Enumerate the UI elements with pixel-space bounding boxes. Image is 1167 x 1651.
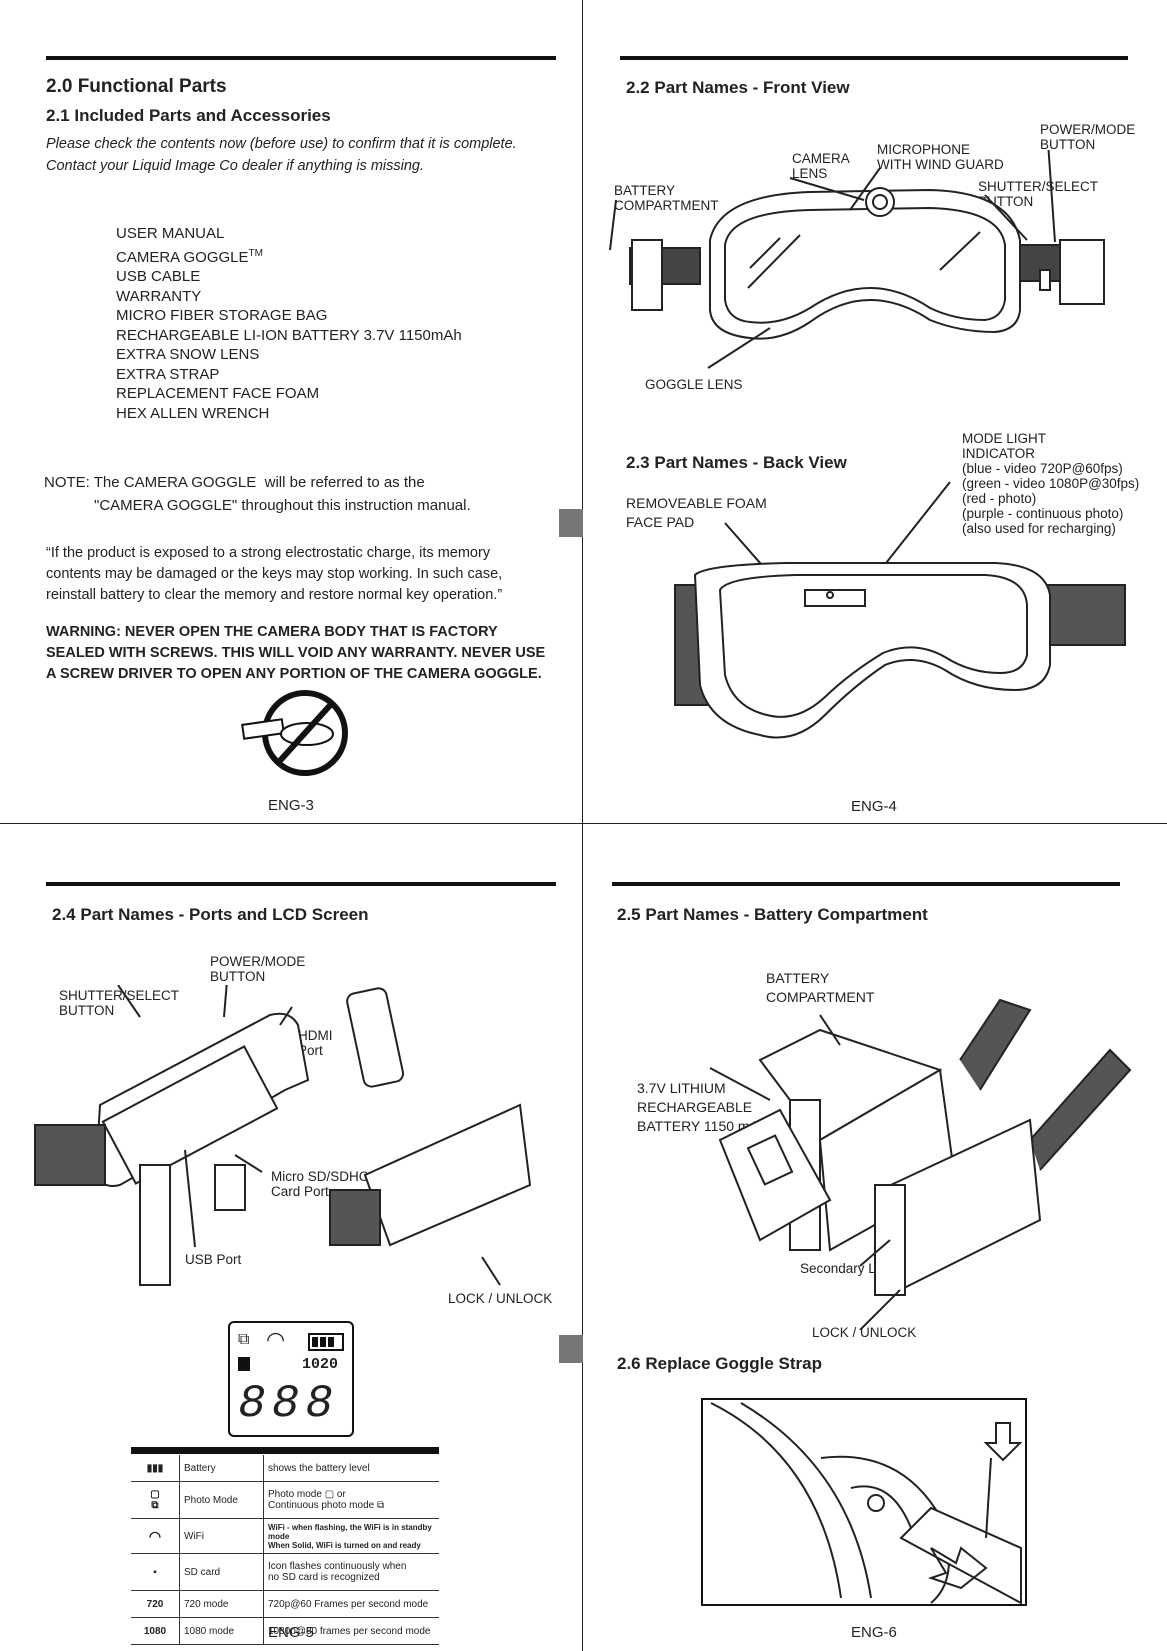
label-usb-port: USB Port bbox=[185, 1252, 242, 1267]
list-item: REPLACEMENT FACE FOAM bbox=[116, 385, 320, 402]
label-goggle-lens: GOGGLE LENS bbox=[645, 377, 743, 392]
list-item: EXTRA SNOW LENS bbox=[116, 346, 260, 363]
table-cell: WiFi bbox=[179, 1518, 264, 1554]
table-row: ▮▮▮ Battery shows the battery level bbox=[131, 1455, 439, 1482]
table-row: ◠ WiFi WiFi - when flashing, the WiFi is… bbox=[131, 1518, 439, 1554]
lcd-resolution: 1020 bbox=[302, 1356, 339, 1373]
page-tab-marker bbox=[559, 1335, 583, 1363]
back-view-heading: 2.3 Part Names - Back View bbox=[626, 453, 847, 472]
table-cell: Icon flashes continuously when no SD car… bbox=[263, 1553, 439, 1591]
static-warning-3: reinstall battery to clear the memory an… bbox=[46, 587, 503, 603]
top-rule bbox=[612, 882, 1120, 886]
battery-compartment-illustration bbox=[709, 998, 1132, 1330]
no-screwdriver-icon bbox=[241, 690, 348, 776]
list-item: USER MANUAL bbox=[116, 225, 225, 242]
subsection-heading: 2.1 Included Parts and Accessories bbox=[46, 106, 331, 125]
list-item: WARRANTY bbox=[116, 287, 202, 305]
page-number: ENG-3 bbox=[268, 797, 314, 814]
goggle-back-illustration bbox=[674, 481, 1126, 739]
battery-heading: 2.5 Part Names - Battery Compartment bbox=[617, 905, 928, 924]
table-row: 1080 1080 mode 1080p@30 frames per secon… bbox=[131, 1617, 439, 1645]
top-rule bbox=[46, 882, 556, 886]
label-lock-unlock: LOCK / UNLOCK bbox=[812, 1325, 917, 1340]
lcd-counter: 888 bbox=[238, 1378, 339, 1430]
table-row: ▪ SD card Icon flashes continuously when… bbox=[131, 1553, 439, 1591]
table-cell: Battery bbox=[179, 1455, 264, 1482]
photo-mode-icon: ▢⧉ bbox=[131, 1481, 180, 1519]
section-heading: 2.0 Functional Parts bbox=[46, 76, 227, 97]
list-item: RECHARGEABLE LI-ION BATTERY 3.7V 1150mAh bbox=[116, 326, 462, 344]
wifi-icon: ◠ bbox=[131, 1518, 180, 1554]
warning-line-1: WARNING: NEVER OPEN THE CAMERA BODY THAT… bbox=[46, 624, 498, 640]
label-lock-unlock: LOCK / UNLOCK bbox=[448, 1291, 553, 1306]
label-mode-light: MODE LIGHT INDICATOR (blue - video 720P@… bbox=[962, 431, 1140, 536]
table-cell: Photo Mode bbox=[179, 1481, 264, 1519]
label-battery-compartment: BATTERY COMPARTMENT bbox=[766, 970, 875, 1005]
label-shutter-select: SHUTTER/SELECT BUTTON bbox=[59, 988, 180, 1018]
strap-heading: 2.6 Replace Goggle Strap bbox=[617, 1354, 823, 1373]
intro-line-2: Contact your Liquid Image Co dealer if a… bbox=[46, 158, 424, 174]
page-number: ENG-4 bbox=[851, 798, 897, 815]
page-tab-marker bbox=[559, 509, 583, 537]
battery-icon: ▮▮▮ bbox=[131, 1455, 180, 1482]
label-foam-pad: REMOVEABLE FOAM FACE PAD bbox=[626, 495, 767, 530]
camera-ports-illustration bbox=[34, 985, 532, 1286]
top-rule bbox=[46, 56, 556, 60]
sd-card-icon: ▪ bbox=[131, 1553, 180, 1591]
label-power-mode-button: POWER/MODE BUTTON bbox=[1040, 122, 1136, 152]
table-row: ▢⧉ Photo Mode Photo mode ▢ or Continuous… bbox=[131, 1481, 439, 1519]
table-cell: 720p@60 Frames per second mode bbox=[263, 1590, 439, 1618]
ports-heading: 2.4 Part Names - Ports and LCD Screen bbox=[52, 905, 369, 924]
page-number: ENG-6 bbox=[851, 1624, 897, 1641]
page-number: ENG-5 bbox=[268, 1624, 314, 1641]
mode-1080-icon: 1080 bbox=[131, 1617, 180, 1645]
vertical-divider bbox=[582, 0, 583, 1651]
table-cell: 720 mode bbox=[179, 1590, 264, 1618]
table-cell: WiFi - when flashing, the WiFi is in sta… bbox=[263, 1518, 439, 1554]
list-item: USB CABLE bbox=[116, 268, 201, 285]
table-row: 720 720 mode 720p@60 Frames per second m… bbox=[131, 1590, 439, 1618]
horizontal-divider bbox=[0, 823, 1167, 824]
label-battery-compartment: BATTERY COMPARTMENT bbox=[614, 183, 719, 213]
continuous-photo-icon: ⧉ bbox=[238, 1331, 250, 1348]
sd-card-icon bbox=[238, 1357, 250, 1371]
table-cell: SD card bbox=[179, 1553, 264, 1591]
note-line-2: "CAMERA GOGGLE" throughout this instruct… bbox=[94, 497, 471, 514]
table-cell: 1080p@30 frames per second mode bbox=[263, 1617, 439, 1645]
list-item: MICRO FIBER STORAGE BAG bbox=[116, 307, 328, 324]
wifi-icon: ◠ bbox=[266, 1327, 286, 1352]
intro-line-1: Please check the contents now (before us… bbox=[46, 136, 517, 152]
battery-icon bbox=[308, 1333, 344, 1351]
table-cell: shows the battery level bbox=[263, 1455, 439, 1482]
static-warning-2: contents may be damaged or the keys may … bbox=[46, 566, 503, 582]
warning-line-2: SEALED WITH SCREWS. THIS WILL VOID ANY W… bbox=[46, 645, 546, 661]
note-line-1: NOTE: The CAMERA GOGGLE will be referred… bbox=[44, 474, 425, 491]
strap-replacement-illustration bbox=[701, 1398, 1027, 1606]
lcd-screen: ⧉ ◠ 1020 888 bbox=[228, 1321, 354, 1437]
warning-line-3: A SCREW DRIVER TO OPEN ANY PORTION OF TH… bbox=[46, 666, 542, 682]
label-camera-lens: CAMERA LENS bbox=[792, 151, 850, 181]
label-power-mode-button: POWER/MODE BUTTON bbox=[210, 954, 306, 984]
list-item: CAMERA GOGGLETM bbox=[116, 247, 263, 266]
front-view-heading: 2.2 Part Names - Front View bbox=[626, 78, 850, 97]
goggle-front-illustration bbox=[609, 150, 1105, 369]
list-item: HEX ALLEN WRENCH bbox=[116, 404, 270, 422]
mode-720-icon: 720 bbox=[131, 1590, 180, 1618]
table-cell: 1080 mode bbox=[179, 1617, 264, 1645]
table-top-rule bbox=[131, 1447, 439, 1454]
included-items-list: USER MANUAL CAMERA GOGGLETM USB CABLE WA… bbox=[116, 224, 462, 423]
table-cell: Photo mode ▢ or Continuous photo mode ⧉ bbox=[263, 1481, 439, 1519]
trademark: TM bbox=[248, 247, 263, 259]
lcd-legend-table: ▮▮▮ Battery shows the battery level ▢⧉ P… bbox=[131, 1455, 439, 1645]
static-warning-1: “If the product is exposed to a strong e… bbox=[46, 545, 491, 561]
label-microphone: MICROPHONE WITH WIND GUARD bbox=[877, 142, 1004, 172]
top-rule bbox=[620, 56, 1128, 60]
list-item: EXTRA STRAP bbox=[116, 365, 220, 383]
label-micro-sd-port: Micro SD/SDHC Card Port bbox=[271, 1169, 369, 1199]
